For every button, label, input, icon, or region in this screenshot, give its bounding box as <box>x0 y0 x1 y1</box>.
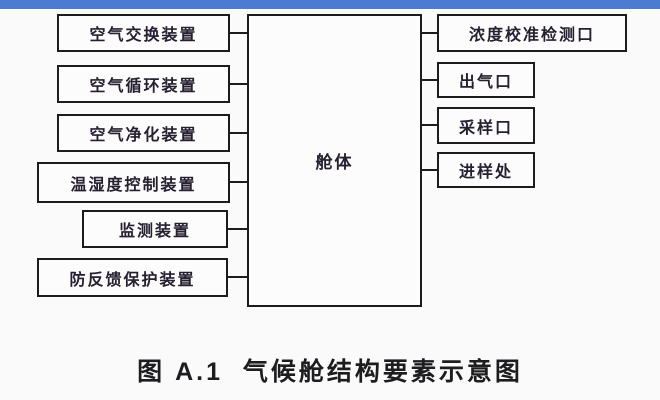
node-sample-inlet: 进样处 <box>437 152 535 188</box>
node-gas-outlet: 出气口 <box>437 62 535 98</box>
connector-line <box>421 124 438 126</box>
node-air-circulation-unit: 空气循环装置 <box>57 65 230 103</box>
top-accent-bar <box>0 0 660 9</box>
connector-line <box>421 169 438 171</box>
node-monitoring-unit: 监测装置 <box>82 210 228 248</box>
connector-line <box>421 79 438 81</box>
connector-line <box>421 32 438 34</box>
connector-line <box>229 32 247 34</box>
node-anti-feedback-protection-unit: 防反馈保护装置 <box>37 258 228 297</box>
connector-line <box>229 181 247 183</box>
node-air-purification-unit: 空气净化装置 <box>57 114 230 152</box>
node-sampling-port: 采样口 <box>437 107 535 144</box>
node-temp-humidity-control-unit: 温湿度控制装置 <box>37 162 230 203</box>
connector-line <box>227 228 247 230</box>
node-concentration-calibration-port: 浓度校准检测口 <box>437 14 627 52</box>
node-chamber-body: 舱体 <box>247 14 422 307</box>
figure-caption: 图 A.1 气候舱结构要素示意图 <box>137 358 523 386</box>
connector-line <box>229 83 247 85</box>
connector-line <box>229 132 247 134</box>
connector-line <box>227 276 247 278</box>
node-air-exchange-unit: 空气交换装置 <box>57 14 230 52</box>
